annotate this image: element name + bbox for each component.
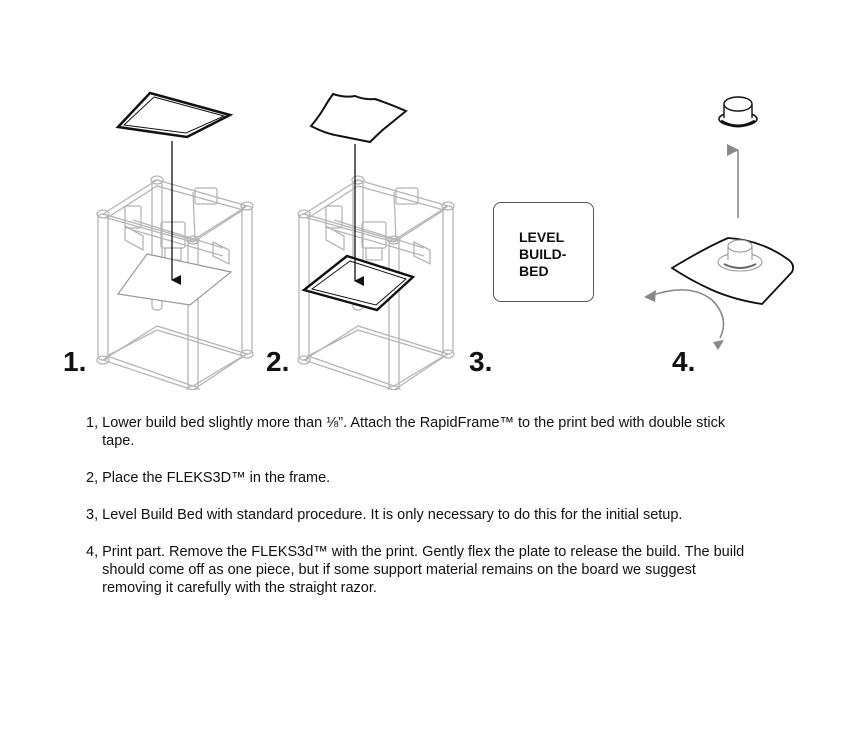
instruction-text: Place the FLEKS3D™ in the frame. (102, 470, 331, 486)
level-build-bed-box: LEVEL BUILD- BED (493, 202, 594, 302)
step-number-3: 3. (469, 346, 493, 377)
step-number-1: 1. (63, 346, 87, 377)
instruction-text: Print part. Remove the FLEKS3d™ with the… (102, 544, 745, 596)
step-4-illustration (644, 96, 795, 350)
rapidframe-1 (115, 91, 234, 139)
print-part-on-plate-icon (717, 239, 763, 272)
step-number-2: 2. (266, 346, 290, 377)
instruction-number: 3, (86, 507, 103, 523)
step-2-illustration (297, 92, 455, 390)
level-build-bed-label: LEVEL BUILD- BED (519, 229, 567, 279)
fleks3d-plate-2 (309, 92, 408, 144)
step-1-illustration (96, 91, 254, 390)
instruction-text: Lower build bed slightly more than ⅛”. A… (102, 415, 726, 449)
instruction-number: 4, (86, 544, 103, 560)
step-number-4: 4. (672, 346, 696, 377)
instruction-text: Level Build Bed with standard procedure.… (102, 507, 683, 523)
instruction-number: 2, (86, 470, 103, 486)
flex-arrow-icon (649, 289, 725, 339)
instruction-illustration (96, 91, 795, 390)
instruction-item-4: 4, Print part. Remove the FLEKS3d™ with … (86, 543, 746, 597)
instruction-item-2: 2, Place the FLEKS3D™ in the frame. (86, 469, 746, 487)
instruction-item-1: 1, Lower build bed slightly more than ⅛”… (86, 414, 746, 450)
print-part-knob-icon (718, 96, 758, 128)
instruction-item-3: 3, Level Build Bed with standard procedu… (86, 506, 746, 524)
instruction-number: 1, (86, 415, 103, 431)
build-bed-1 (116, 253, 233, 306)
instruction-list: 1, Lower build bed slightly more than ⅛”… (86, 414, 746, 616)
